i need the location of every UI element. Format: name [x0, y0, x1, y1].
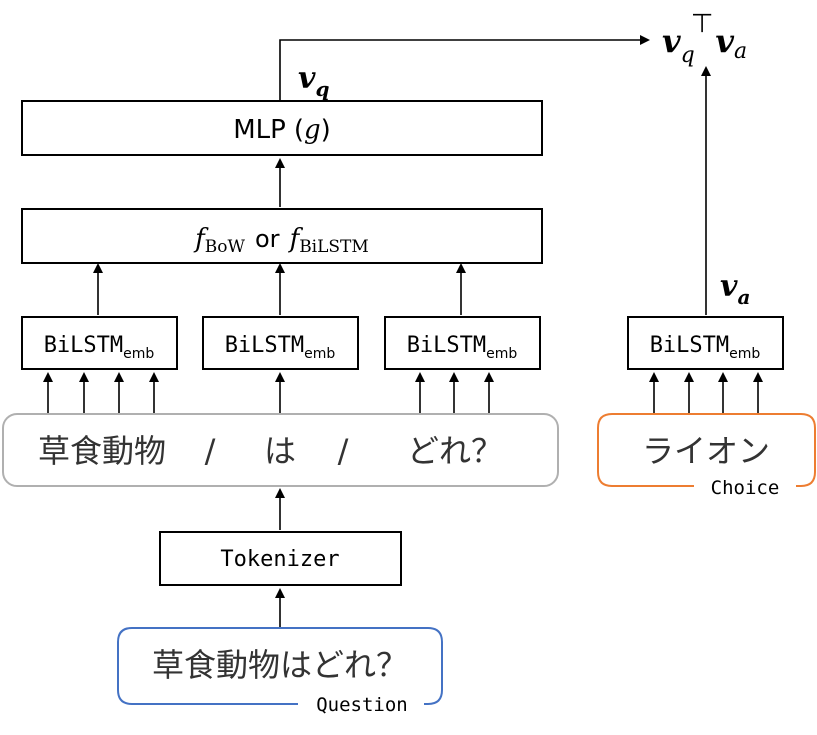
token-box — [2, 413, 559, 487]
question-text: 草食動物はどれ？ — [152, 646, 408, 684]
bilstm-block-2: BiLSTMemb — [202, 316, 359, 370]
token-sequence: 草食動物 / は / どれ？ — [2, 413, 559, 487]
tokenizer-block: Tokenizer — [159, 531, 402, 586]
question-caption: Question — [316, 694, 408, 716]
token-1: 草食動物 — [38, 432, 166, 470]
bilstm-block-1: BiLSTMemb — [21, 316, 178, 370]
connectors — [43, 35, 763, 628]
bilstm-label: BiLSTMemb — [407, 333, 518, 362]
mlp-label: MLP(g) — [233, 115, 331, 145]
mlp-block: MLP(g) — [21, 100, 543, 156]
bilstm-box — [627, 316, 784, 370]
bilstm-box — [21, 316, 178, 370]
bilstm-block-choice: BiLSTMemb — [627, 316, 784, 370]
mlp-box — [21, 100, 543, 156]
token-3: どれ？ — [407, 432, 503, 470]
score-label: vq⊤va — [662, 9, 747, 68]
choice-box — [597, 413, 816, 487]
fusion-box — [21, 208, 543, 264]
vq-label: vq — [298, 61, 329, 101]
choice-block: ライオン Choice — [597, 413, 816, 499]
token-separator: / — [338, 432, 349, 470]
va-label: va — [720, 269, 750, 309]
bilstm-box — [384, 316, 541, 370]
token-2: は — [264, 432, 296, 470]
tokenizer-label: Tokenizer — [220, 547, 339, 572]
bilstm-label: BiLSTMemb — [44, 333, 155, 362]
question-block: 草食動物はどれ？ Question — [117, 627, 443, 716]
choice-text: ライオン — [642, 432, 770, 470]
bilstm-box — [202, 316, 359, 370]
bilstm-label: BiLSTMemb — [225, 333, 336, 362]
tokenizer-box — [159, 531, 402, 586]
vq-to-score-arrow — [279, 35, 650, 100]
question-box — [117, 627, 443, 705]
choice-caption: Choice — [711, 477, 780, 499]
bilstm-label: BiLSTMemb — [650, 333, 761, 362]
token-separator: / — [205, 432, 216, 470]
bilstm-block-3: BiLSTMemb — [384, 316, 541, 370]
